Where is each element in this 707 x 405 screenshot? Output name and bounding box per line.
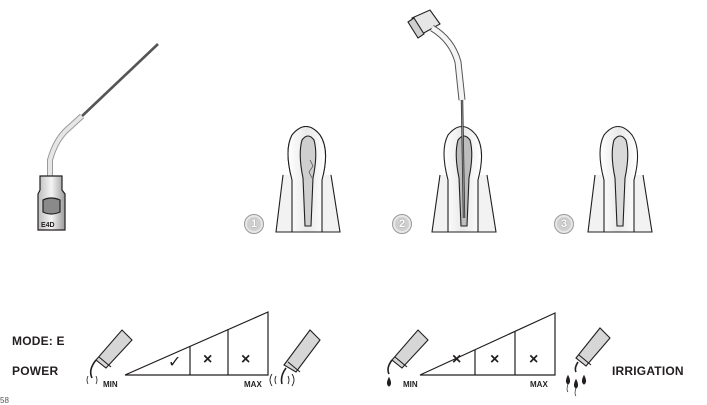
handpiece-min-irrigation-icon <box>386 329 429 387</box>
scaler-tip-drawing <box>37 43 159 231</box>
tooth-step-2 <box>407 9 497 233</box>
handpiece-min-power-icon <box>86 329 133 385</box>
step-badge-1: 1 <box>244 214 264 234</box>
power-max-label: MAX <box>244 380 262 389</box>
tooth-step-3 <box>587 125 653 233</box>
irrigation-label: IRRIGATION <box>612 364 684 378</box>
irrigation-scale-triangle <box>419 312 556 376</box>
power-level-1-check-icon: ✓ <box>168 354 182 371</box>
power-scale-triangle <box>124 311 269 376</box>
power-label: POWER <box>12 364 59 378</box>
power-level-2-cross-icon: × <box>203 351 213 368</box>
irrigation-level-3-cross-icon: × <box>529 351 539 368</box>
tip-model-label: E4D <box>41 222 55 229</box>
handpiece-max-power-icon <box>269 329 321 387</box>
mode-label: MODE: E <box>12 334 65 348</box>
page-number: 58 <box>0 396 9 405</box>
step-badge-2: 2 <box>392 214 412 234</box>
irrigation-min-label: MIN <box>403 380 418 389</box>
irrigation-level-1-cross-icon: × <box>452 351 462 368</box>
irrigation-level-2-cross-icon: × <box>490 351 500 368</box>
handpiece-max-irrigation-icon <box>565 327 611 397</box>
power-min-label: MIN <box>103 380 118 389</box>
step-badge-3: 3 <box>554 214 574 234</box>
irrigation-max-label: MAX <box>530 380 548 389</box>
tooth-step-1 <box>275 125 341 233</box>
power-level-3-cross-icon: × <box>241 351 251 368</box>
